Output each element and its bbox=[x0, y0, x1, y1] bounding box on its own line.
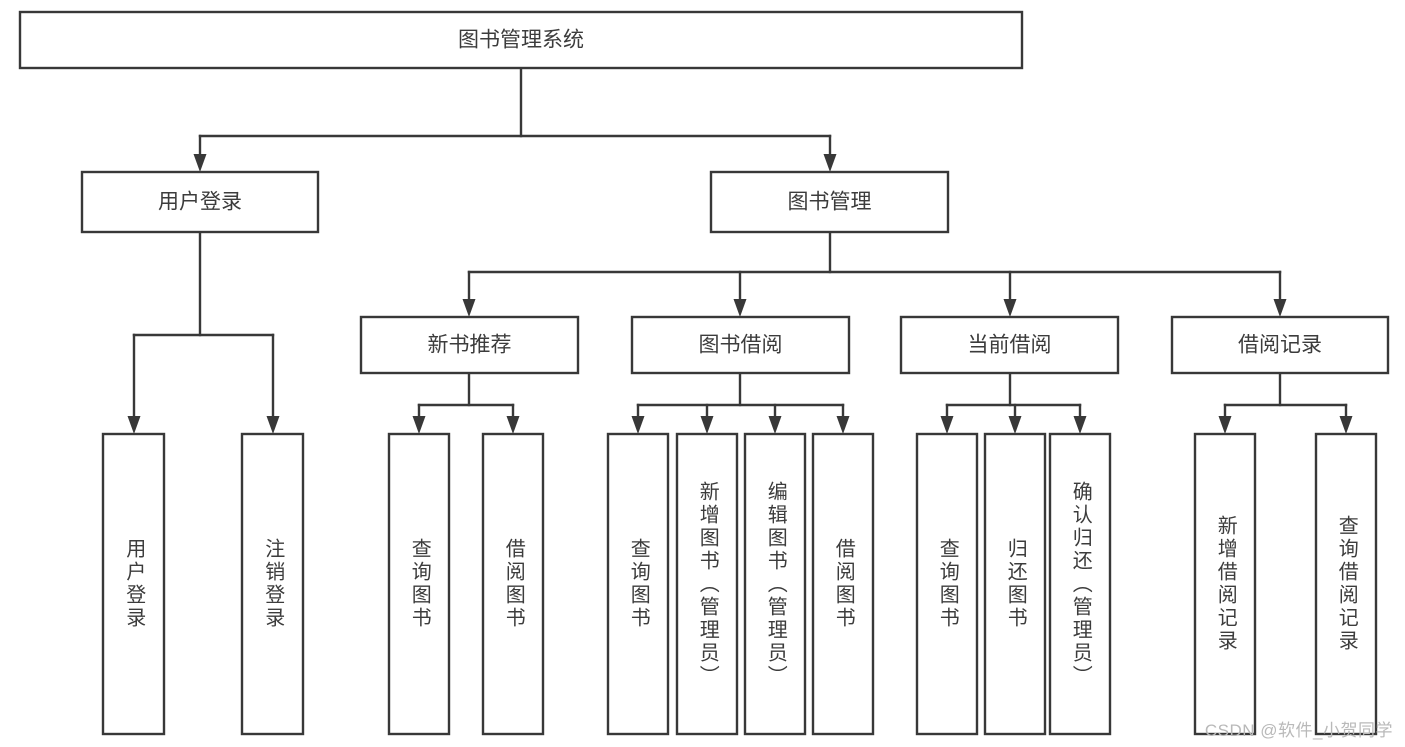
node-current-borrow-label: 当前借阅 bbox=[968, 334, 1052, 357]
node-book-borrow-box[interactable] bbox=[630, 315, 851, 375]
root-node-label: 图书管理系统 bbox=[458, 29, 584, 52]
arrow-borrow-record-to-leaf-query-record bbox=[1339, 416, 1353, 434]
arrow-current-borrow-to-leaf-return-book bbox=[1008, 416, 1022, 434]
node-borrow-record-label: 借阅记录 bbox=[1238, 334, 1322, 357]
node-new-book-rec-box[interactable] bbox=[359, 315, 580, 375]
arrow-current-borrow-to-leaf-query-book-3 bbox=[940, 416, 954, 434]
arrow-book-manage-to-current-borrow bbox=[1003, 299, 1017, 317]
arrow-user-login-to-leaf-user-login bbox=[127, 416, 141, 434]
node-leaf-borrow-book-2-box[interactable] bbox=[811, 432, 875, 736]
node-book-manage-label: 图书管理 bbox=[788, 191, 872, 214]
node-leaf-query-book-2-box[interactable] bbox=[606, 432, 670, 736]
arrow-new-book-rec-to-leaf-query-book-1 bbox=[412, 416, 426, 434]
node-leaf-user-logout-box[interactable] bbox=[240, 432, 305, 736]
arrow-book-manage-to-book-borrow bbox=[733, 299, 747, 317]
arrow-book-manage-to-new-book-rec bbox=[462, 299, 476, 317]
arrow-current-borrow-to-leaf-confirm-return bbox=[1073, 416, 1087, 434]
node-leaf-query-record-box[interactable] bbox=[1314, 432, 1378, 736]
node-book-manage-box[interactable] bbox=[709, 170, 950, 234]
arrow-user-login-to-leaf-user-logout bbox=[266, 416, 280, 434]
node-leaf-query-book-3-box[interactable] bbox=[915, 432, 979, 736]
node-leaf-borrow-book-1-box[interactable] bbox=[481, 432, 545, 736]
box-layer bbox=[18, 10, 1390, 736]
arrow-book-borrow-to-leaf-edit-book bbox=[768, 416, 782, 434]
arrow-root-to-user-login bbox=[193, 154, 207, 172]
node-leaf-edit-book-box[interactable] bbox=[743, 432, 807, 736]
node-leaf-return-book-box[interactable] bbox=[983, 432, 1047, 736]
node-leaf-confirm-return-box[interactable] bbox=[1048, 432, 1112, 736]
node-leaf-add-book-box[interactable] bbox=[675, 432, 739, 736]
connector-layer bbox=[127, 66, 1353, 434]
csdn-watermark: CSDN @软件_小贺同学 bbox=[1204, 721, 1393, 740]
arrow-book-borrow-to-leaf-add-book bbox=[700, 416, 714, 434]
arrow-book-borrow-to-leaf-query-book-2 bbox=[631, 416, 645, 434]
arrow-borrow-record-to-leaf-add-record bbox=[1218, 416, 1232, 434]
arrow-new-book-rec-to-leaf-borrow-book-1 bbox=[506, 416, 520, 434]
node-new-book-rec-label: 新书推荐 bbox=[428, 334, 512, 357]
node-leaf-query-book-1-box[interactable] bbox=[387, 432, 451, 736]
arrow-book-borrow-to-leaf-borrow-book-2 bbox=[836, 416, 850, 434]
root-node-box[interactable] bbox=[18, 10, 1024, 70]
node-current-borrow-box[interactable] bbox=[899, 315, 1120, 375]
node-borrow-record-box[interactable] bbox=[1170, 315, 1390, 375]
node-user-login-box[interactable] bbox=[80, 170, 320, 234]
node-leaf-add-record-box[interactable] bbox=[1193, 432, 1257, 736]
node-leaf-user-login-box[interactable] bbox=[101, 432, 166, 736]
arrow-root-to-book-manage bbox=[823, 154, 837, 172]
node-user-login-label: 用户登录 bbox=[158, 191, 242, 214]
arrow-book-manage-to-borrow-record bbox=[1273, 299, 1287, 317]
node-book-borrow-label: 图书借阅 bbox=[699, 334, 783, 357]
